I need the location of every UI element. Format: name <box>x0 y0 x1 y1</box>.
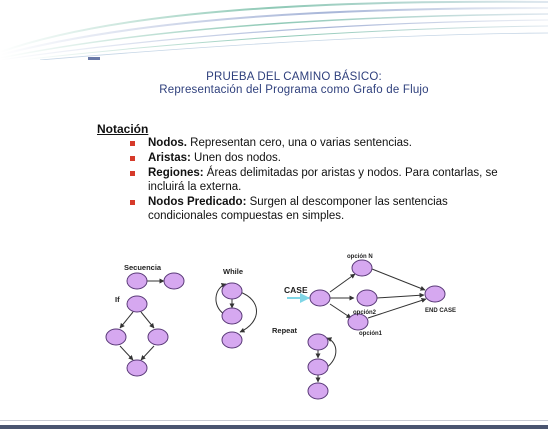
notation-desc: Unen dos nodos. <box>190 152 281 164</box>
footer-bar <box>0 425 548 429</box>
edge <box>376 292 425 299</box>
notation-heading: Notación <box>97 122 149 136</box>
graph-node <box>309 289 331 307</box>
label-opcion-n: opción N <box>347 254 373 260</box>
label-end-case: END CASE <box>425 308 456 314</box>
edge <box>367 298 427 319</box>
bullet-icon <box>130 200 135 205</box>
list-item: Nodos Predicado: Surgen al descomponer l… <box>128 195 508 223</box>
label-secuencia: Secuencia <box>124 263 162 272</box>
edge <box>119 311 134 329</box>
graph-node <box>356 289 378 307</box>
graph-node <box>307 382 329 400</box>
graph-node <box>105 328 127 346</box>
graph-node <box>351 259 373 277</box>
graph-node <box>307 333 329 351</box>
edge <box>119 345 134 361</box>
edge <box>140 311 155 329</box>
label-opcion2: opción2 <box>353 310 377 316</box>
notation-list: Nodos. Representan cero, una o varias se… <box>128 136 508 224</box>
edge <box>371 268 426 291</box>
label-if: If <box>115 295 120 304</box>
notation-term: Nodos Predicado: <box>148 196 247 208</box>
graph-node <box>347 313 369 331</box>
label-repeat: Repeat <box>272 326 298 335</box>
list-item: Aristas: Unen dos nodos. <box>128 151 508 165</box>
bullet-icon <box>130 171 135 176</box>
graph-node <box>163 272 185 290</box>
graph-node <box>126 359 148 377</box>
graph-node <box>126 295 148 313</box>
graph-node <box>221 282 243 300</box>
graph-node <box>424 285 446 303</box>
edge <box>239 291 257 333</box>
bullet-icon <box>130 156 135 161</box>
graph-node <box>221 331 243 349</box>
edge <box>325 337 337 369</box>
label-opcion1: opción1 <box>359 331 383 337</box>
footer-rule <box>0 420 548 421</box>
label-case: CASE <box>284 285 308 295</box>
graph-node <box>126 272 148 290</box>
graph-node <box>307 358 329 376</box>
slide-title-line-1: PRUEBA DEL CAMINO BÁSICO: <box>206 71 382 83</box>
notation-desc: Áreas delimitadas por aristas y nodos. P… <box>148 167 498 193</box>
notation-term: Nodos. <box>148 137 187 149</box>
slide-title-line-2: Representación del Programa como Grafo d… <box>159 84 429 96</box>
label-while: While <box>223 267 243 276</box>
graph-node <box>221 307 243 325</box>
graph-node <box>147 328 169 346</box>
bullet-icon <box>130 141 135 146</box>
list-item: Regiones: Áreas delimitadas por aristas … <box>128 166 508 194</box>
edge <box>140 345 155 361</box>
edge <box>329 303 352 319</box>
notation-term: Regiones: <box>148 167 204 179</box>
list-item: Nodos. Representan cero, una o varias se… <box>128 136 508 150</box>
notation-desc: Surgen al descomponer las sentencias con… <box>148 196 448 222</box>
edge <box>215 283 227 315</box>
notation-desc: Representan cero, una o varias sentencia… <box>186 137 413 149</box>
notation-term: Aristas: <box>148 152 191 164</box>
header-swoosh-decoration <box>0 0 548 60</box>
edge <box>329 273 356 293</box>
